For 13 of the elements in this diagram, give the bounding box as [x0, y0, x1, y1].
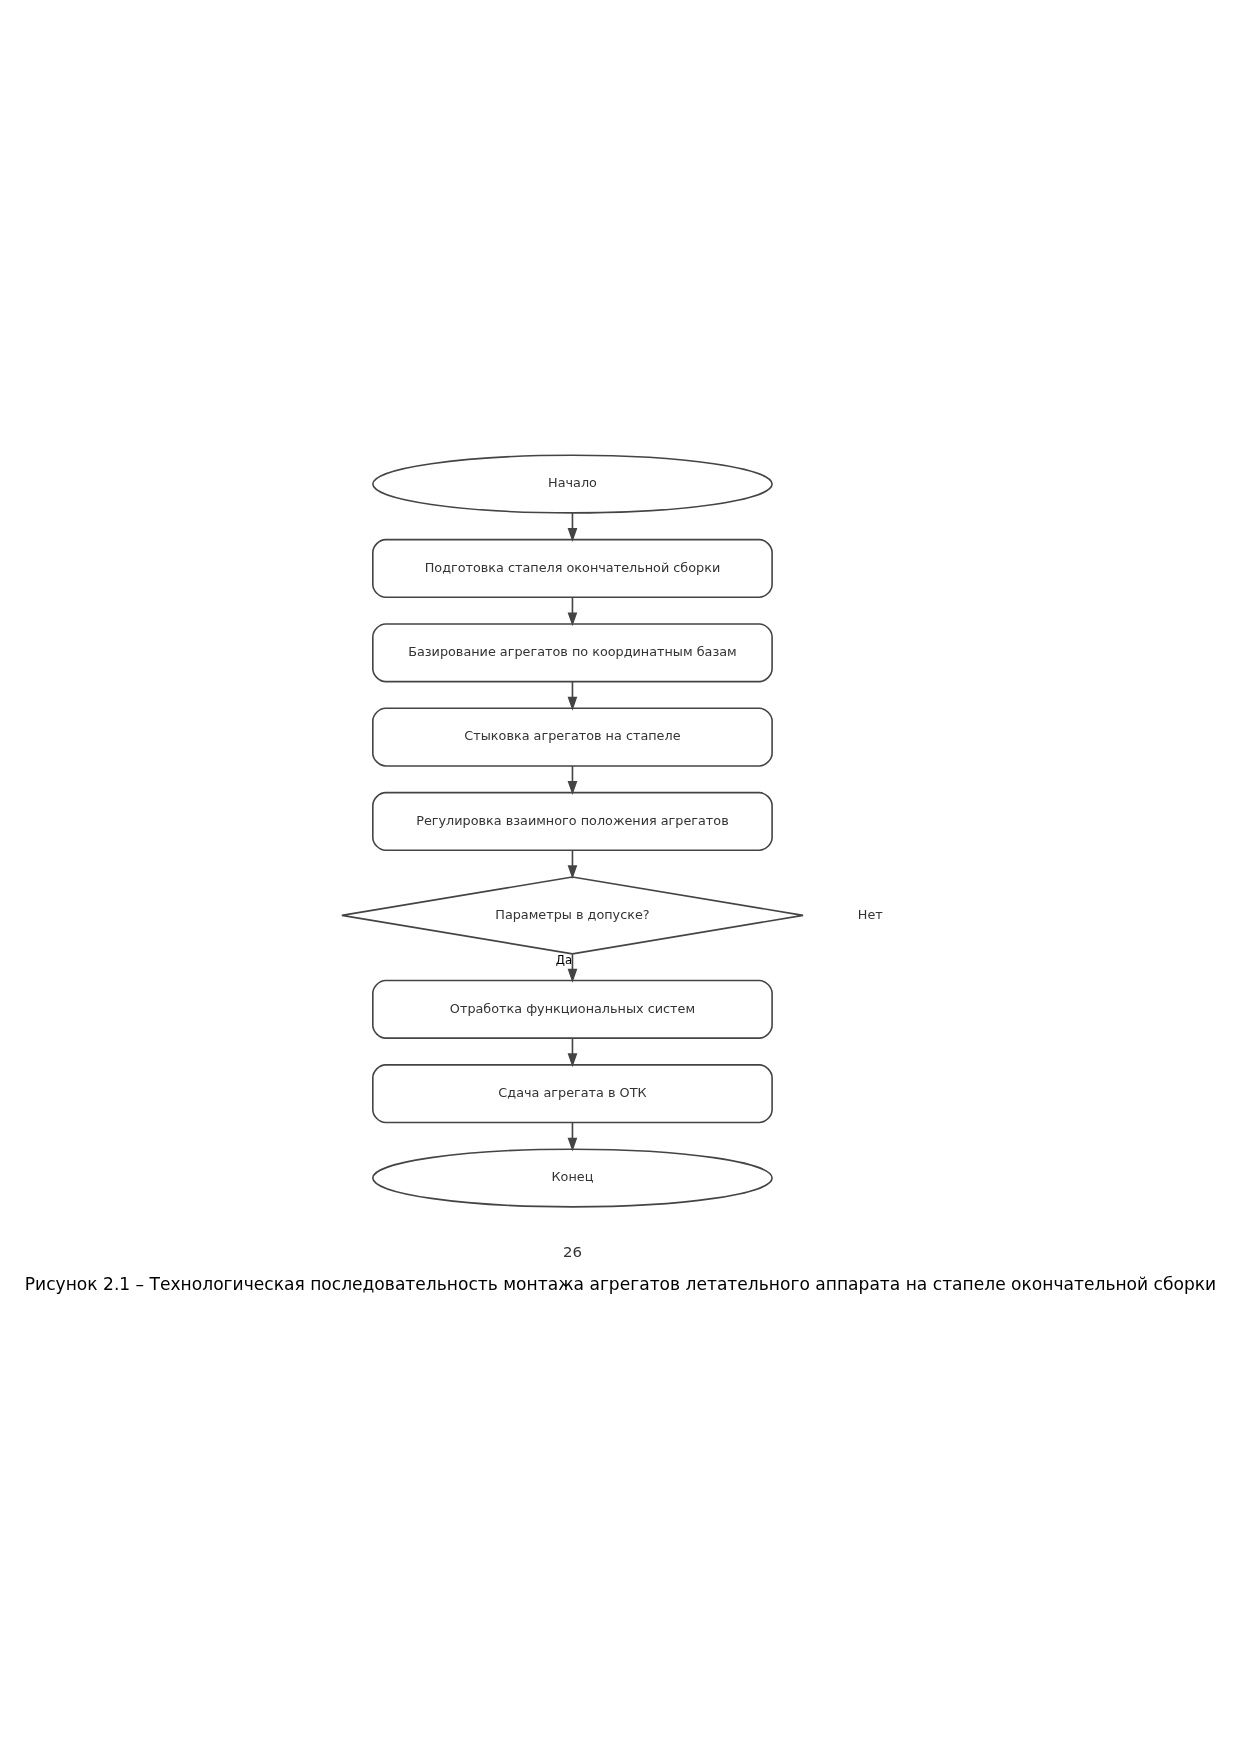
label: 26: [562, 1242, 582, 1261]
node-box: Регулировка взаимного положения агрегатов: [372, 791, 773, 851]
node-box: Стыковка агрегатов на стапеле: [372, 707, 773, 767]
caption: Рисунок 2.1 – Технологическая последовательность монтажа агрегатов летательного аппарата на стапеле окончательной сборки: [24, 1273, 1217, 1294]
node-box: Подготовка стапеля окончательной сборки: [372, 538, 773, 598]
node-box: Базирование агрегатов по координатным базам: [372, 622, 773, 682]
label: Нет: [857, 906, 883, 922]
node-ellipse: Конец: [372, 1147, 773, 1208]
node-diamond: Параметры в допуске?: [341, 875, 804, 955]
node-box: Сдача агрегата в ОТК: [372, 1063, 773, 1123]
node-box: Отработка функциональных систем: [372, 979, 773, 1039]
edge-label: Да: [555, 952, 573, 967]
node-ellipse: Начало: [372, 453, 773, 514]
